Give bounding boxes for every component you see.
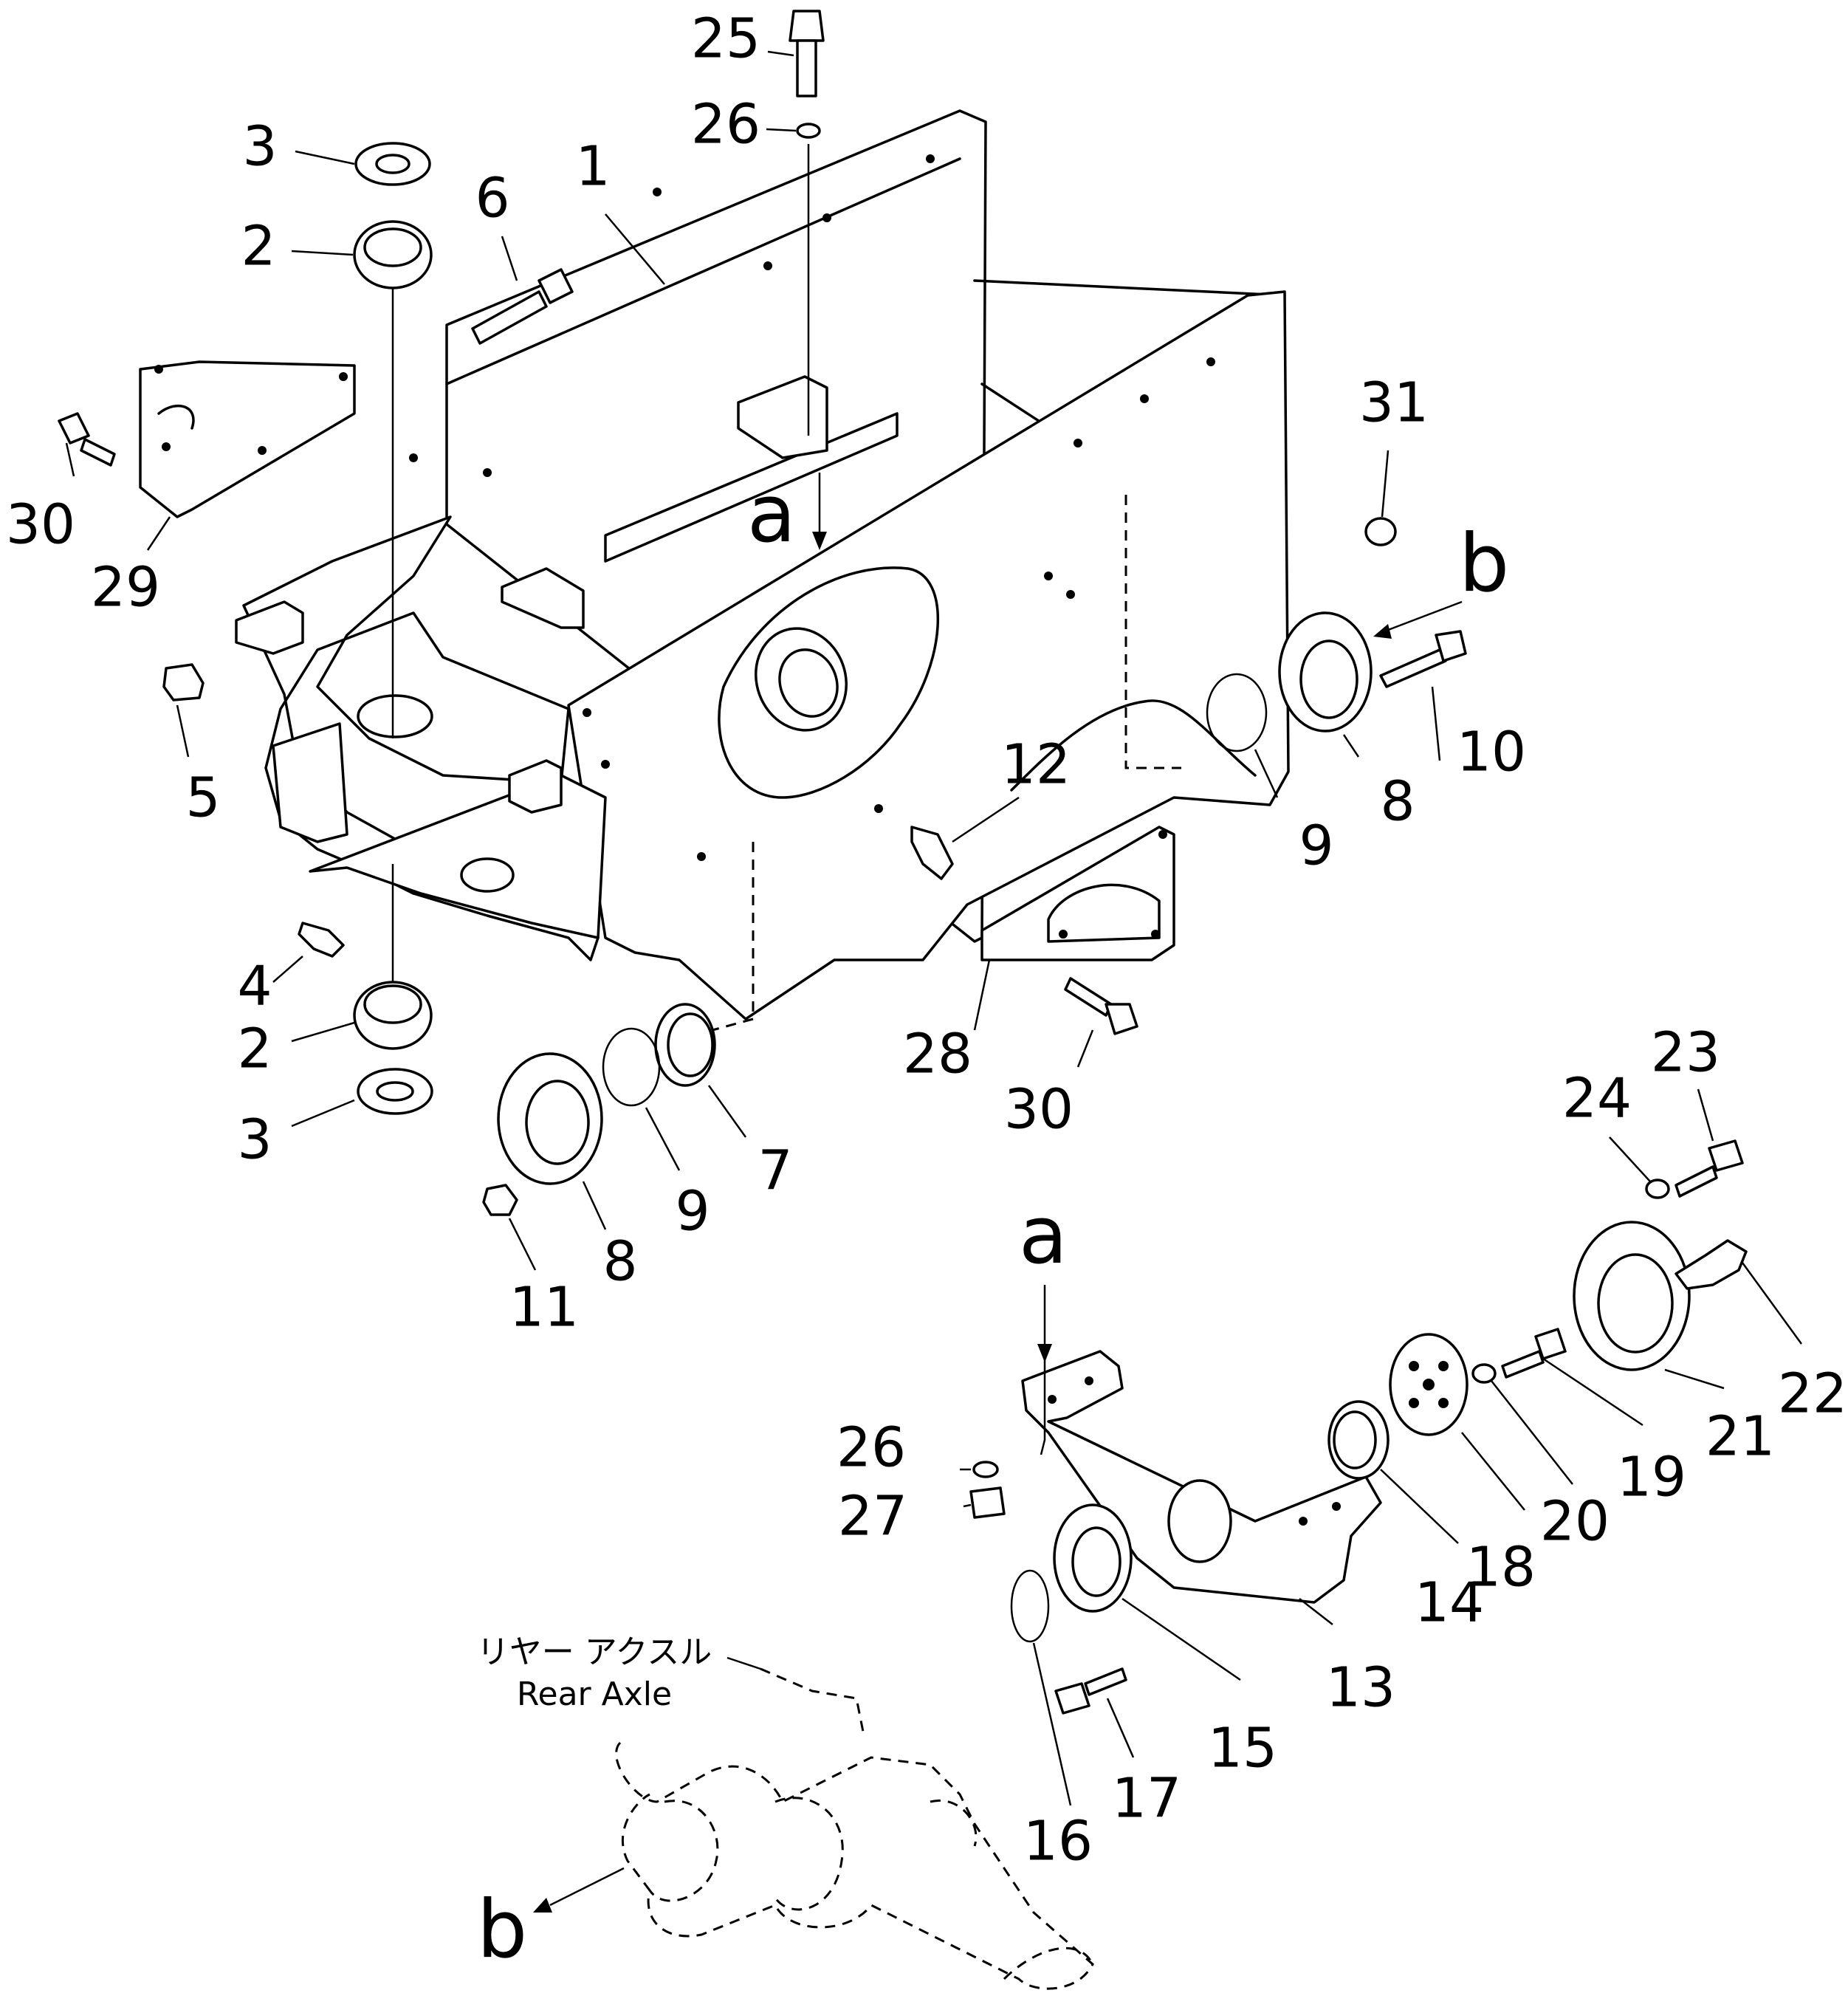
callout-2: 2 <box>241 215 275 278</box>
callout-18: 18 <box>1466 1536 1536 1599</box>
callout-3: 3 <box>242 115 277 179</box>
callout-28: 28 <box>903 1023 972 1086</box>
callout-21: 21 <box>1706 1405 1775 1469</box>
view-marker-a-upper: a <box>747 468 796 560</box>
callout-4: 4 <box>237 955 272 1018</box>
callout-29: 29 <box>91 556 160 620</box>
callout-10: 10 <box>1457 721 1526 784</box>
view-marker-a-lower: a <box>1019 1190 1068 1282</box>
callout-3: 3 <box>237 1108 272 1172</box>
main-frame <box>235 109 1290 1020</box>
rear-axle <box>615 1667 1094 1990</box>
callout-labels: 25 26 3 2 6 1 31 30 29 5 10 8 9 12 4 2 3… <box>6 7 1847 1873</box>
callout-31: 31 <box>1359 371 1429 435</box>
rear-axle-label: リヤー アクスル Rear Axle <box>477 1633 712 1713</box>
callout-1: 1 <box>575 135 610 199</box>
callout-13: 13 <box>1326 1656 1395 1720</box>
callout-11: 11 <box>509 1276 579 1339</box>
callout-6: 6 <box>475 167 509 230</box>
callout-30: 30 <box>1004 1078 1074 1142</box>
callout-22: 22 <box>1778 1362 1847 1426</box>
callout-8: 8 <box>602 1230 637 1294</box>
view-markers: a b a b <box>477 468 1510 1976</box>
callout-7: 7 <box>758 1139 792 1203</box>
callout-20: 20 <box>1540 1490 1610 1554</box>
callout-26: 26 <box>837 1416 906 1480</box>
callout-15: 15 <box>1208 1717 1277 1780</box>
callout-26: 26 <box>691 93 760 157</box>
callout-12: 12 <box>1001 733 1071 797</box>
callout-16: 16 <box>1023 1810 1093 1873</box>
callout-8: 8 <box>1380 770 1415 834</box>
callout-27: 27 <box>838 1485 907 1548</box>
callout-14: 14 <box>1415 1571 1484 1635</box>
callout-24: 24 <box>1562 1067 1632 1131</box>
view-marker-b-lower: b <box>477 1884 528 1976</box>
callout-30: 30 <box>6 493 75 557</box>
callout-5: 5 <box>185 766 220 830</box>
small-parts <box>58 10 1467 1216</box>
callout-17: 17 <box>1112 1767 1181 1831</box>
callout-9: 9 <box>675 1180 710 1244</box>
bracket-28 <box>980 826 1175 961</box>
rear-axle-label-en: Rear Axle <box>517 1675 672 1713</box>
callout-23: 23 <box>1651 1021 1720 1085</box>
lower-assembly <box>969 1139 1748 1715</box>
rear-axle-label-jp: リヤー アクスル <box>477 1633 712 1671</box>
bracket-29 <box>139 360 356 518</box>
callout-25: 25 <box>691 7 760 71</box>
leader-lines <box>65 50 1803 1913</box>
callout-9: 9 <box>1299 814 1333 878</box>
callout-19: 19 <box>1617 1446 1686 1509</box>
callout-2: 2 <box>237 1018 272 1081</box>
view-marker-b-upper: b <box>1459 518 1510 610</box>
